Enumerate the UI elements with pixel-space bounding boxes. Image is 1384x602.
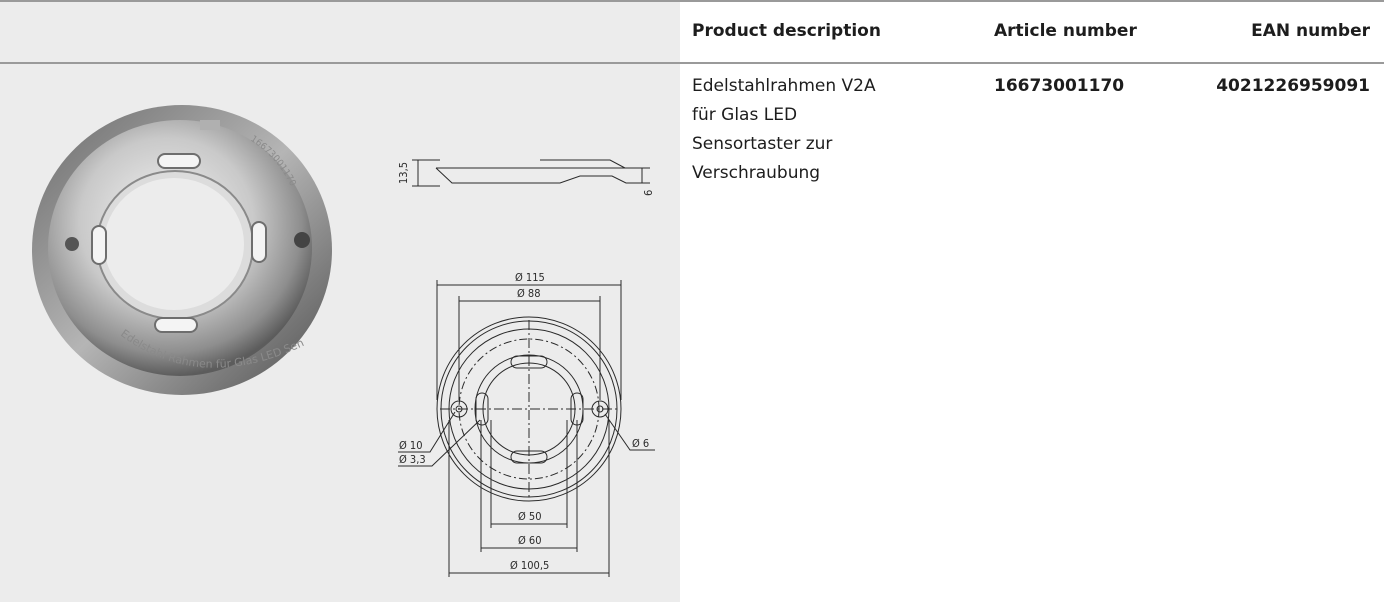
side-profile [435,167,640,184]
header-ean-number: EAN number [1251,21,1370,41]
description-line: für Glas LED [692,105,798,125]
product-photo: Edelstahl Rahmen für Glas LED Sensortast… [0,0,332,395]
dim-label-6: Ø 6 [632,437,649,450]
side-profile-top [540,159,626,169]
table-header-rule [0,62,1384,64]
dim-label-60: Ø 60 [518,534,542,547]
leader-dia-6 [604,413,655,451]
product-description-cell: Edelstahlrahmen V2A für Glas LED Sensort… [692,72,952,188]
description-line: Verschraubung [692,163,821,183]
description-line: Sensortaster zur [692,134,833,154]
slot-right [251,221,267,263]
leader-dia-10 [398,411,456,453]
ean-number-cell: 4021226959091 [1216,76,1370,96]
dim-label-100-5: Ø 100,5 [510,559,549,572]
ring-opening [104,178,244,310]
dim-label-115: Ø 115 [515,271,545,284]
screw-hole-left [65,237,79,251]
top-view-drawing [398,280,655,577]
header-article-number: Article number [994,21,1137,41]
dim-label-88: Ø 88 [517,287,541,300]
header-product-description: Product description [692,21,881,41]
dim-label-50: Ø 50 [518,510,542,523]
article-number-cell: 16673001170 [994,76,1125,96]
dim-label-3-3: Ø 3,3 [399,453,426,466]
dim-label-part-height: 6 [642,190,655,196]
side-view-drawing [412,159,650,187]
header-image-column [0,2,680,62]
product-graphics: Edelstahl Rahmen für Glas LED Sensortast… [0,0,655,577]
leader-dia-3-3 [398,419,481,467]
description-line: Edelstahlrahmen V2A [692,76,876,96]
screw-hole-right [294,232,310,248]
outline-outer [436,316,622,502]
dim-label-10: Ø 10 [399,439,423,452]
dim-label-height: 13,5 [397,162,410,184]
logo-mark [200,120,220,130]
table-top-rule [0,0,1384,2]
slot-top [157,153,201,169]
slot-bottom [154,317,198,333]
slot-left [91,225,107,265]
